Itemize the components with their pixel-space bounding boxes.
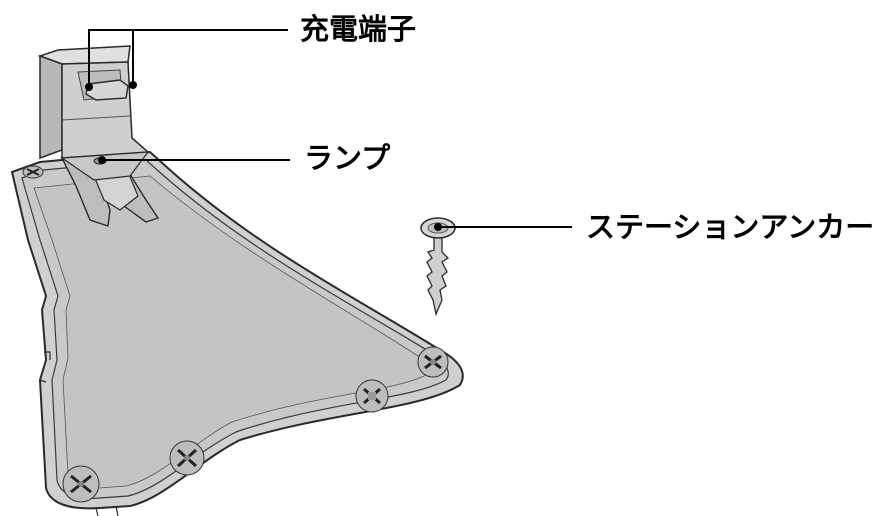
screw-hole (417, 346, 449, 378)
label-charging-terminals: 充電端子 (300, 12, 417, 46)
base-notch (44, 351, 51, 360)
base-notch (39, 379, 47, 383)
station-base-plate (10, 150, 464, 516)
leader-dot (98, 156, 106, 164)
leader-dot (129, 81, 137, 89)
screw-hole (169, 440, 205, 476)
base-notch (95, 505, 119, 516)
charging-tower (37, 45, 160, 227)
tower-edge-line (61, 115, 131, 121)
screw-hole (355, 379, 389, 413)
anchor-spike (426, 237, 450, 317)
screw-hole (22, 165, 44, 179)
station-anchor-peg (420, 217, 456, 317)
leader-dot (434, 223, 442, 231)
charging-terminal-hook (85, 79, 129, 101)
leader-dot (85, 83, 93, 91)
label-station-anchor: ステーションアンカー (586, 210, 875, 244)
tower-left-side (39, 54, 63, 160)
screw-hole (62, 465, 100, 503)
leader-line-terminals (88, 29, 288, 86)
label-lamp: ランプ (304, 141, 391, 175)
leader-lines (85, 29, 572, 231)
